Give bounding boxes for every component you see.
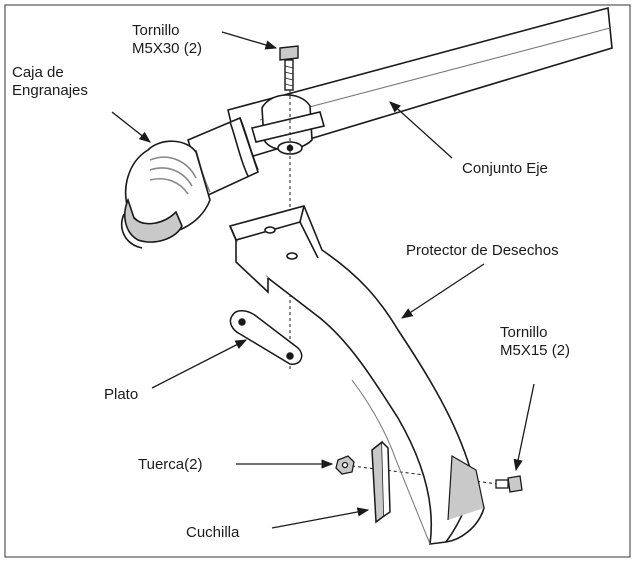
gear-case <box>120 140 211 249</box>
label-tornillo-m5x30: Tornillo M5X30 (2) <box>132 22 202 58</box>
leader-blade <box>271 507 370 529</box>
leader-shaft-assembly <box>389 101 453 159</box>
shaft-assembly <box>187 6 613 198</box>
label-protector-de-desechos: Protector de Desechos <box>406 242 559 259</box>
label-tuerca: Tuerca(2) <box>138 456 203 473</box>
bolt-m5x15 <box>495 475 523 493</box>
label-tornillo-m5x30-line1: Tornillo <box>132 22 180 39</box>
plate <box>229 310 303 365</box>
label-plato: Plato <box>104 386 139 403</box>
label-caja-de-engranajes: Caja de Engranajes <box>12 64 88 100</box>
leader-lines <box>111 31 535 529</box>
leader-plate <box>151 339 248 389</box>
leader-debris-guard <box>401 263 485 319</box>
label-conjunto-eje: Conjunto Eje <box>462 160 548 177</box>
debris-guard <box>228 205 485 545</box>
blade <box>371 440 391 524</box>
label-tornillo-m5x15: Tornillo M5X15 (2) <box>500 324 570 360</box>
bolt-m5x30 <box>279 45 299 91</box>
leader-gear-case <box>111 111 151 143</box>
label-tornillo-m5x15-line1: Tornillo <box>500 324 548 341</box>
leader-bolt-m5x15 <box>513 383 535 472</box>
label-caja-line1: Caja de <box>12 64 64 81</box>
label-tornillo-m5x30-line2: M5X30 (2) <box>132 40 203 57</box>
label-tornillo-m5x15-line2: M5X15 (2) <box>500 342 571 359</box>
label-cuchilla: Cuchilla <box>186 524 240 541</box>
leader-bolt-m5x30 <box>221 31 278 50</box>
label-caja-line2: Engranajes <box>12 82 88 99</box>
nut <box>335 455 355 475</box>
diagram-frame <box>4 4 631 558</box>
